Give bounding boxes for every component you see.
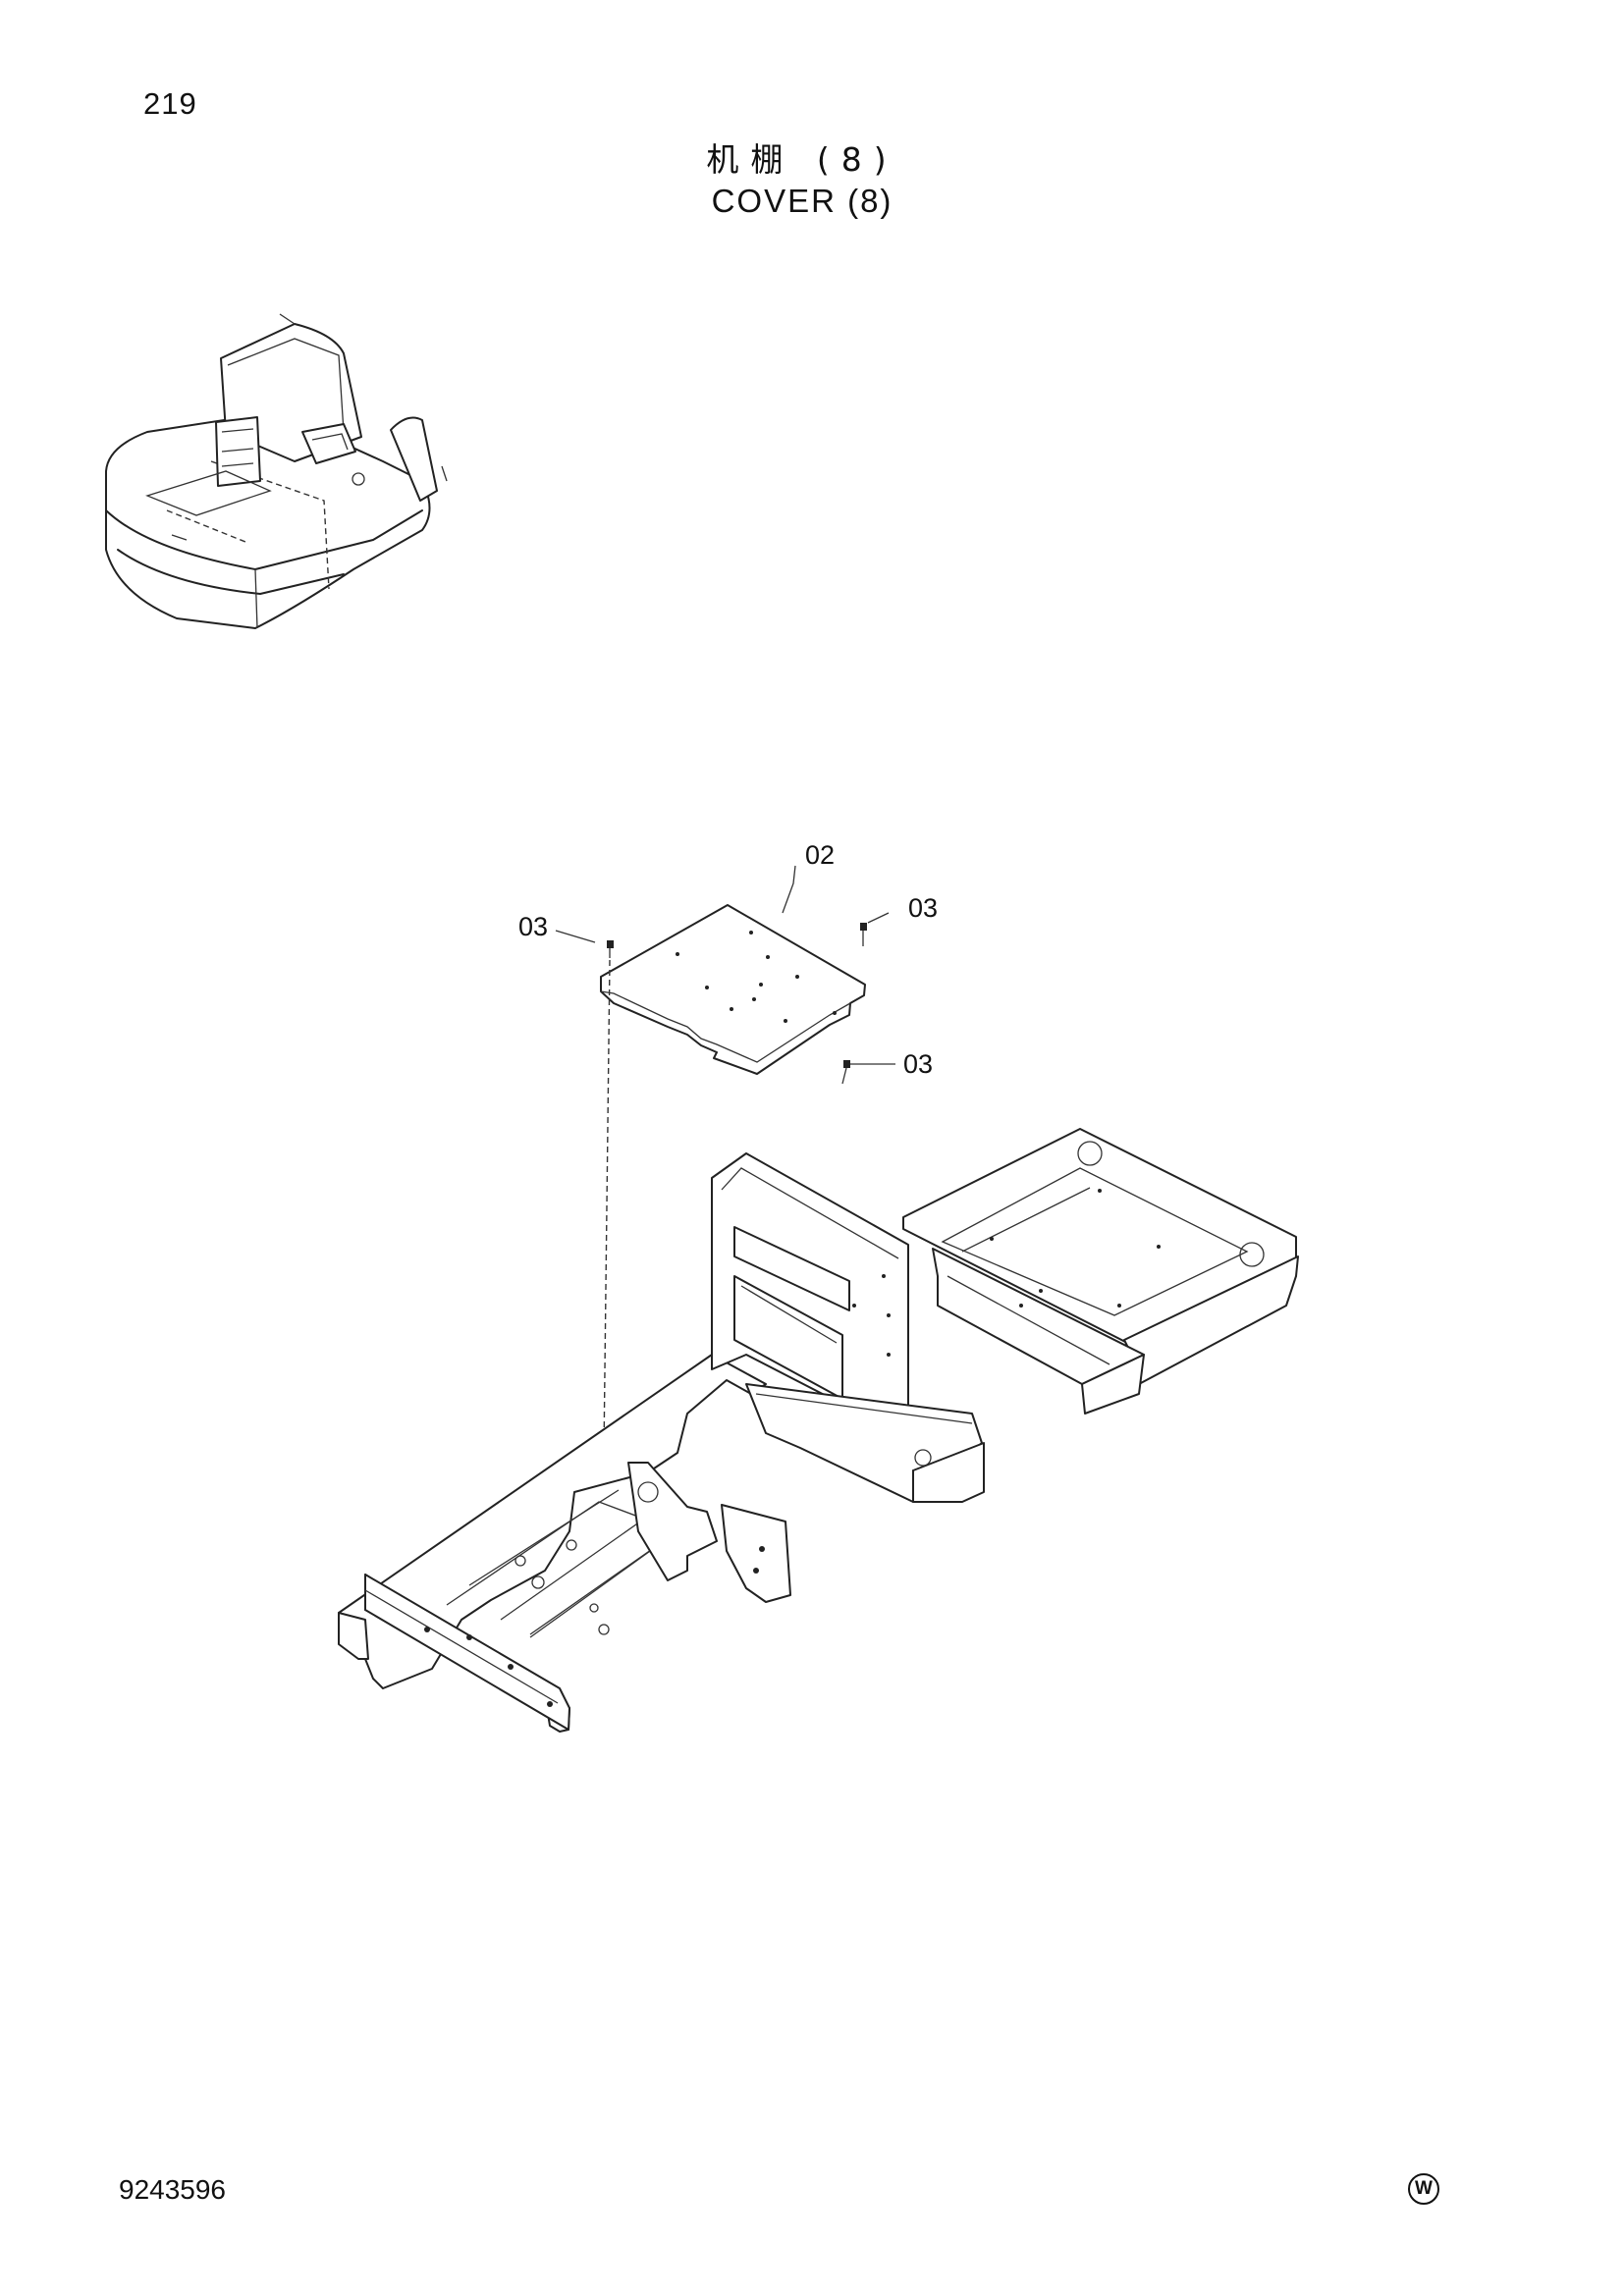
cover-plate [600, 904, 866, 1075]
bolt-right-bottom [841, 1060, 850, 1085]
page-title-chinese: 机棚 (8) [706, 140, 898, 179]
main-frame-assembly [338, 1128, 1299, 1733]
callout-03-right-bottom: 03 [903, 1049, 933, 1079]
alignment-line [603, 959, 611, 1454]
callout-02: 02 [805, 840, 835, 870]
document-number: 9243596 [119, 2174, 227, 2205]
callout-03-left: 03 [518, 912, 548, 941]
bolt-right-top [860, 923, 867, 946]
publisher-mark: W [1408, 2173, 1439, 2205]
machine-overview-thumbnail [105, 313, 448, 629]
callout-03-right-top: 03 [908, 893, 938, 923]
callout-leaders [555, 865, 895, 1065]
bolt-left [607, 940, 614, 958]
page-title-english: COVER (8) [711, 183, 893, 219]
page-number: 219 [143, 86, 197, 121]
